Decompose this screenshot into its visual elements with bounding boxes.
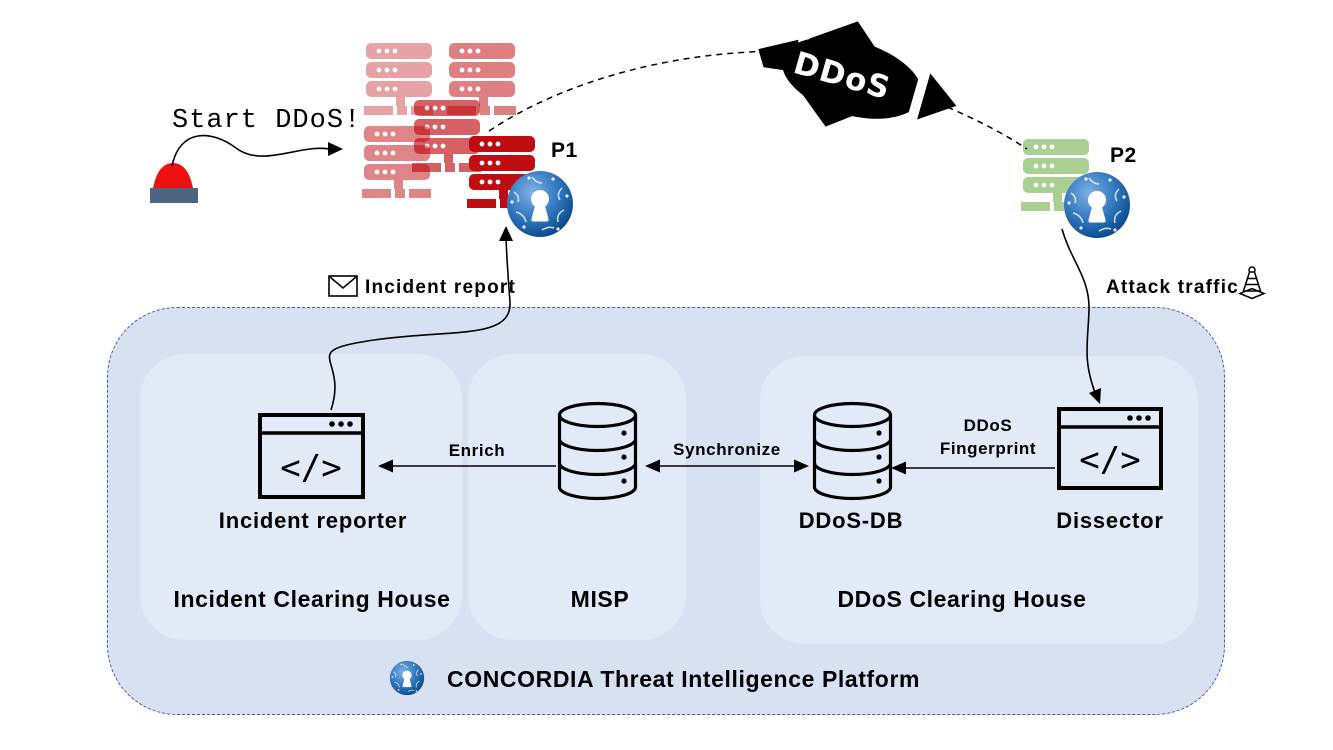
incident-reporter-label: Incident reporter (218, 508, 408, 533)
fingerprint-flow-label-line1: DDoS (963, 416, 1013, 435)
dissector-label: Dissector (1056, 508, 1164, 533)
incident-reporter-window-icon: </> (258, 413, 365, 499)
p1-label: P1 (551, 139, 578, 162)
fingerprint-flow-label-line2: Fingerprint (939, 439, 1037, 458)
attack-traffic-arrow-line (1061, 228, 1098, 399)
rocket-icon: DDoS (758, 21, 957, 129)
ddos-clearing-house-label: DDoS Clearing House (837, 586, 1087, 612)
p2-label: P2 (1110, 144, 1137, 167)
arrowheads (328, 142, 1101, 475)
attacker-botnet-servers (362, 43, 536, 208)
p1-lock-sphere-icon (506, 170, 574, 238)
envelope-icon (328, 275, 358, 297)
misp-database-icon (557, 401, 638, 501)
dissector-window-icon: </> (1057, 407, 1163, 490)
p2-lock-sphere-icon (1063, 171, 1131, 239)
platform-title: CONCORDIA Threat Intelligence Platform (447, 666, 921, 692)
code-glyph: </> (280, 448, 341, 488)
server-rack-icon (362, 126, 431, 198)
enrich-flow-label: Enrich (448, 441, 506, 460)
attack-traffic-label: Attack traffic (1106, 277, 1239, 298)
attack-trajectory-dashed-line (488, 50, 1028, 150)
traffic-cone-icon (1238, 266, 1266, 300)
concordia-lock-sphere-icon (389, 660, 425, 696)
red-push-button-icon (150, 163, 198, 203)
ddos-db-label: DDoS-DB (798, 508, 904, 533)
start-ddos-label: Start DDoS! (172, 106, 362, 136)
code-glyph: </> (1079, 440, 1140, 480)
misp-label: MISP (570, 586, 630, 612)
incident-clearing-house-label: Incident Clearing House (173, 586, 451, 612)
incident-report-arrow-line (328, 231, 511, 411)
incident-report-label: Incident report (365, 277, 517, 298)
synchronize-flow-label: Synchronize (673, 440, 781, 459)
start-ddos-arrow-line (171, 134, 330, 167)
ddos-db-database-icon (812, 401, 893, 501)
